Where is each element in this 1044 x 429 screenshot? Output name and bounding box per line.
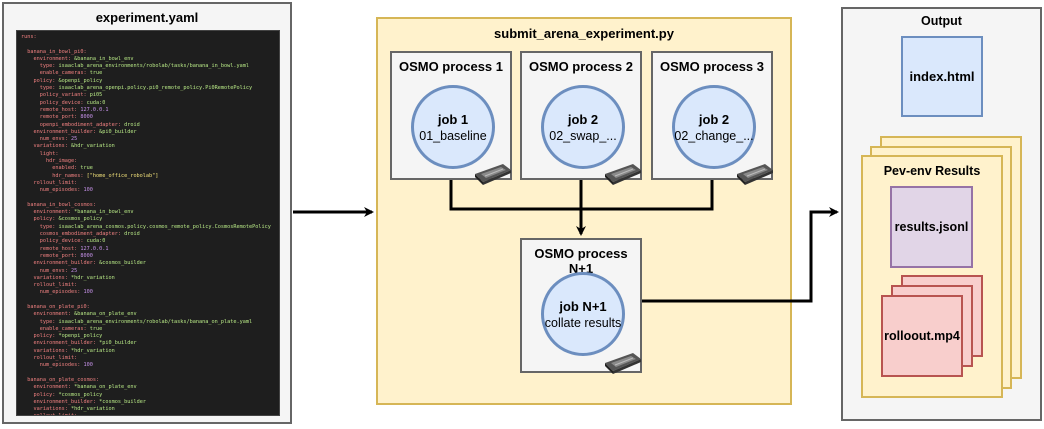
yaml-code-line: light: (39, 150, 59, 157)
yaml-code-line: openpi_embodiment_adapter: droid (39, 121, 140, 128)
gpu-card-icon (735, 160, 775, 186)
yaml-code-line: policy: *cosmos_policy (33, 391, 103, 398)
yaml-code-line: type: isaaclab_arena_environments/robola… (39, 63, 250, 70)
osmo-process-collate: OSMO process N+1 job N+1 collate results (520, 238, 642, 373)
experiment-yaml-title: experiment.yaml (95, 10, 199, 25)
osmo-process-title: OSMO process 3 (659, 59, 765, 74)
yaml-code-line: enable_cameras: true (39, 70, 103, 77)
yaml-code-line: variations: *hdr_variation (33, 406, 115, 413)
job-detail: collate results (544, 315, 622, 330)
yaml-code-line: rollout_limit: (21, 413, 275, 415)
gpu-card-icon (473, 160, 513, 186)
yaml-code-line: policy: &cosmos_policy (33, 216, 103, 223)
yaml-code-line: policy: &openpi_policy (33, 77, 103, 84)
yaml-code-line: banana_on_plate_cosmos: (27, 376, 100, 383)
yaml-code-line: enable_cameras: true (39, 325, 103, 332)
job-detail: 01_baseline (419, 128, 487, 143)
yaml-code-line: environment: &banana_in_bowl_env (33, 55, 134, 62)
job-name: job 2 (698, 111, 730, 127)
yaml-code-line: remote_port: 8000 (39, 252, 93, 259)
job-circle: job 2 02_swap_... (541, 85, 625, 169)
yaml-code-line: policy: *openpi_policy (33, 333, 103, 340)
yaml-code-text: runs: banana_in_bowl_pi0: environment: &… (17, 31, 279, 415)
job-detail: 02_change_... (674, 128, 754, 143)
job-circle: job 1 01_baseline (411, 85, 495, 169)
yaml-code-line: environment_builder: *cosmos_builder (33, 398, 146, 405)
job-detail: 02_swap_... (549, 128, 617, 143)
yaml-code-line: enabled: true (52, 165, 93, 172)
osmo-process-title: OSMO process 2 (528, 59, 634, 74)
yaml-code-line: type: isaaclab_arena_environments/robola… (39, 318, 253, 325)
yaml-code-line: hdr_names: ["home_office_robolab"] (52, 172, 159, 179)
yaml-code-line: type: isaaclab_arena_cosmos.policy.cosmo… (39, 223, 271, 230)
index-html-label: index.html (909, 69, 975, 84)
job-circle: job N+1 collate results (541, 272, 625, 356)
yaml-code-line: num_episodes: 100 (39, 187, 93, 194)
yaml-code-line: rollout_limit: (33, 355, 78, 362)
yaml-code-line: remote_host: 127.0.0.1 (39, 245, 109, 252)
osmo-process-2: OSMO process 2 job 2 02_swap_... (520, 51, 642, 180)
yaml-code-line: banana_in_bowl_pi0: (27, 48, 87, 55)
yaml-code-line: hdr_image: (46, 158, 78, 165)
yaml-code-line: remote_host: 127.0.0.1 (39, 106, 109, 113)
process-3-connector (581, 180, 714, 211)
yaml-code-line: num_episodes: 100 (39, 289, 93, 296)
osmo-process-1: OSMO process 1 job 1 01_baseline (390, 51, 512, 180)
yaml-code-line: rollout_limit: (33, 282, 78, 289)
job-name: job 2 (567, 111, 599, 127)
osmo-process-title: OSMO process 1 (398, 59, 504, 74)
yaml-code-line: policy_device: cuda:0 (39, 238, 106, 245)
yaml-code-line: variations: *hdr_variation (33, 347, 115, 354)
experiment-yaml-panel: experiment.yaml runs: banana_in_bowl_pi0… (2, 2, 292, 424)
yaml-code-line: num_envs: 25 (39, 267, 78, 274)
job-name: job 1 (437, 111, 469, 127)
yaml-code-line: remote_port: 8000 (39, 114, 93, 121)
yaml-code-line: environment_builder: &cosmos_builder (33, 260, 146, 267)
yaml-code-line: variations: &hdr_variation (33, 143, 115, 150)
gpu-card-icon (603, 349, 643, 375)
yaml-code-line: type: isaaclab_arena_openpi.policy.pi0_r… (39, 85, 253, 92)
job-circle: job 2 02_change_... (672, 85, 756, 169)
yaml-code-line: num_episodes: 100 (39, 362, 93, 369)
yaml-code-block: runs: banana_in_bowl_pi0: environment: &… (16, 30, 280, 416)
yaml-code-line: banana_in_bowl_cosmos: (27, 201, 96, 208)
yaml-code-line: environment: *banana_on_plate_env (33, 384, 137, 391)
yaml-code-line: num_envs: 25 (39, 136, 78, 143)
output-title: Output (921, 14, 962, 28)
yaml-code-line: policy_device: cuda:0 (39, 99, 106, 106)
submit-script-title: submit_arena_experiment.py (494, 26, 674, 41)
results-jsonl-file: results.jsonl (890, 186, 973, 268)
yaml-code-line: environment: *banana_in_bowl_env (33, 209, 134, 216)
yaml-code-line: policy_variant: pi05 (39, 92, 103, 99)
yaml-code-line: environment_builder: &pi0_builder (33, 128, 137, 135)
yaml-code-line: environment: &banana_on_plate_env (33, 311, 137, 318)
collate-to-output-arrow (642, 207, 839, 303)
process-1-connector (449, 180, 581, 211)
yaml-code-line: rollout_limit: (33, 179, 78, 186)
yaml-code-line: cosmos_embodiment_adapter: droid (39, 231, 140, 238)
job-name: job N+1 (559, 298, 607, 314)
rollout-mp4-file: rolloout.mp4 (881, 295, 963, 377)
results-stack-title: Pev-env Results (883, 164, 981, 178)
yaml-code-line: environment_builder: *pi0_builder (33, 340, 137, 347)
osmo-process-3: OSMO process 3 job 2 02_change_... (651, 51, 773, 180)
yaml-code-line: banana_on_plate_pi0: (27, 303, 90, 310)
results-jsonl-label: results.jsonl (894, 220, 969, 234)
yaml-code-line: runs: (21, 34, 37, 40)
yaml-code-line: variations: *hdr_variation (33, 274, 115, 281)
rollout-mp4-label: rolloout.mp4 (884, 329, 960, 343)
index-html-file: index.html (901, 36, 983, 117)
gpu-card-icon (603, 160, 643, 186)
